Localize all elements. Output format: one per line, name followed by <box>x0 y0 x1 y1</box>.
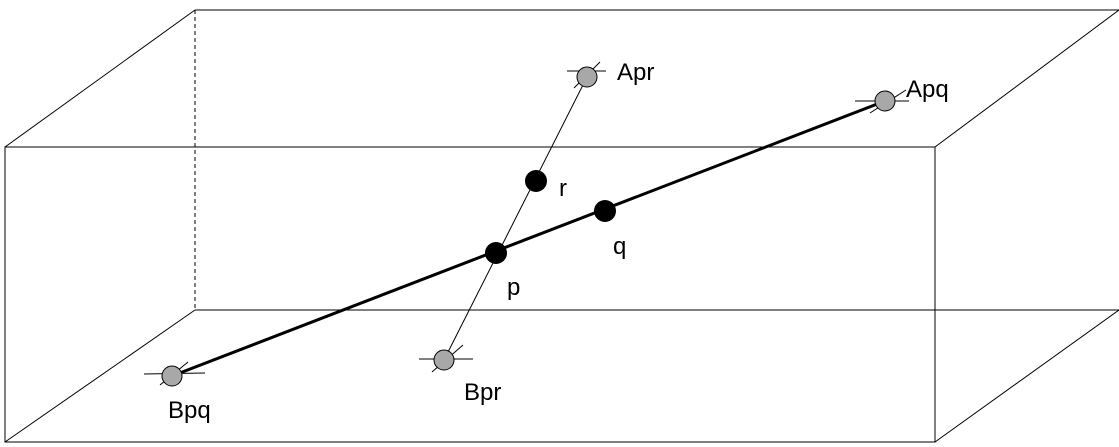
anchor-bpr-marker <box>433 349 455 371</box>
label-bpq: Bpq <box>168 397 211 424</box>
point-r <box>525 170 547 192</box>
point-p <box>485 242 507 264</box>
label-bpr: Bpr <box>464 379 501 406</box>
label-p: p <box>507 274 520 301</box>
box-edge-top-right <box>934 9 1119 148</box>
line-bpq-apq <box>171 99 886 378</box>
anchor-bpr <box>419 344 473 373</box>
label-apr: Apr <box>617 59 654 86</box>
box-edge-top-left <box>4 9 196 148</box>
box-edge-bottom-left <box>4 309 196 443</box>
box-front-face <box>4 146 936 443</box>
anchor-apr <box>567 61 606 89</box>
box-outline <box>4 9 1119 443</box>
anchor-bpq-marker <box>161 365 183 387</box>
label-apq: Apq <box>906 76 949 103</box>
anchor-apq-marker <box>874 90 896 112</box>
anchor-apr-marker <box>576 66 598 88</box>
anchor-bpq <box>143 361 206 387</box>
label-r: r <box>559 175 567 202</box>
box-edge-bottom-right <box>934 309 1119 443</box>
point-q <box>594 200 616 222</box>
line-apr-bpr <box>443 76 588 361</box>
anchor-apq <box>855 89 909 114</box>
label-q: q <box>613 233 626 260</box>
